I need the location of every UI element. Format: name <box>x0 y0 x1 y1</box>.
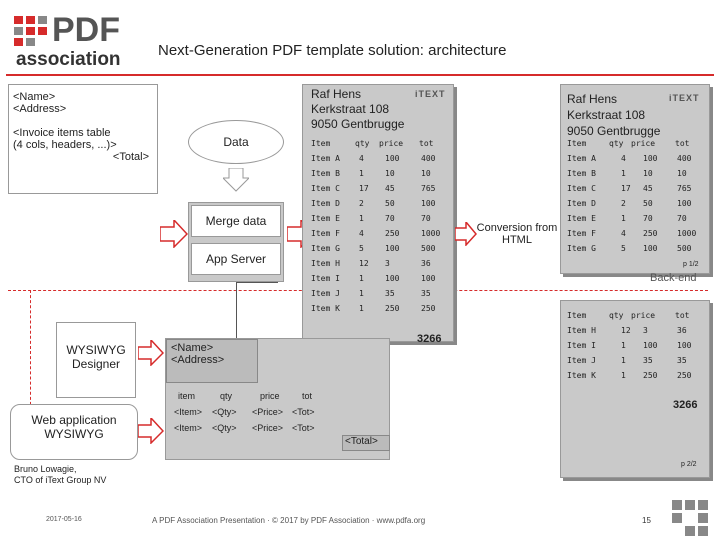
template-box: <Name> <Address> <Invoice items table (4… <box>8 84 158 194</box>
right-arrow-icon <box>137 416 165 449</box>
connector-line <box>236 282 237 338</box>
itext-logo: iTEXT <box>415 89 446 99</box>
data-ellipse: Data <box>188 120 284 164</box>
itext-logo: iTEXT <box>669 93 700 103</box>
author-info: Bruno Lowagie, CTO of iText Group NV <box>14 464 106 486</box>
template-cols: (4 cols, headers, ...)> <box>13 139 117 151</box>
page-number: p 2/2 <box>681 461 697 468</box>
invoice-page-1: Raf Hens Kerkstraat 108 9050 Gentbrugge … <box>302 84 454 345</box>
merge-data-box: Merge data <box>191 205 281 237</box>
pdf-association-logo: PDF association <box>14 10 124 70</box>
designer-address: <Address> <box>171 354 225 366</box>
table-header: Item qty price tot <box>311 139 434 148</box>
page-title: Next-Generation PDF template solution: a… <box>158 42 507 59</box>
right-arrow-icon <box>159 218 189 253</box>
footer-squares-icon <box>672 500 712 541</box>
app-server-label: App Server <box>205 252 267 266</box>
designer-canvas: <Name> <Address> item qty price tot <Ite… <box>165 338 390 460</box>
author-role: CTO of iText Group NV <box>14 475 107 485</box>
invoice-street: Kerkstraat 108 <box>311 102 390 116</box>
data-label: Data <box>223 135 249 149</box>
template-total: <Total> <box>112 151 149 163</box>
invoice-city: 9050 Gentbrugge <box>311 117 405 131</box>
footer-center: A PDF Association Presentation · © 2017 … <box>152 516 426 525</box>
invoice-address: Raf Hens Kerkstraat 108 9050 Gentbrugge <box>567 92 661 138</box>
invoice-name: Raf Hens <box>311 87 362 101</box>
table-header: item qty price tot <box>178 391 313 401</box>
web-application-box: Web application WYSIWYG <box>10 404 138 460</box>
template-address: <Address> <box>13 103 67 115</box>
divider-line <box>30 290 31 410</box>
designer-total: <Total> <box>342 435 390 451</box>
logo-pdf-text: PDF <box>52 11 120 49</box>
web-application-label: Web application WYSIWYG <box>31 413 117 441</box>
right-arrow-icon <box>454 219 477 251</box>
template-items: <Invoice items table <box>13 127 111 139</box>
designer-address-field: <Name> <Address> <box>166 339 258 383</box>
down-arrow-icon <box>221 167 251 197</box>
title-underline <box>6 74 714 76</box>
conversion-label: Conversion from HTML <box>476 222 558 246</box>
invoice-right-page-1: Raf Hens Kerkstraat 108 9050 Gentbrugge … <box>560 84 710 274</box>
invoice-total: 3266 <box>417 333 442 345</box>
connector-line <box>236 282 278 283</box>
template-name: <Name> <box>13 91 56 103</box>
footer-date: 2017-05-16 <box>46 516 82 523</box>
merge-data-label: Merge data <box>205 214 267 228</box>
page-number: p 1/2 <box>683 261 699 268</box>
table-header: Item qty price tot <box>567 311 690 320</box>
app-server-box: App Server <box>191 243 281 275</box>
author-name: Bruno Lowagie, <box>14 464 77 474</box>
invoice-total: 3266 <box>673 399 698 411</box>
app-server-block: Merge data App Server <box>188 202 284 282</box>
logo-squares-icon <box>14 16 48 46</box>
table-row: <Item> <Qty> <Price> <Tot> <box>174 423 315 433</box>
invoice-address: Raf Hens Kerkstraat 108 9050 Gentbrugge <box>311 87 404 132</box>
back-end-label: Back-end <box>650 272 697 284</box>
table-header: Item qty price tot <box>567 139 690 148</box>
right-arrow-icon <box>137 338 165 371</box>
designer-name: <Name> <box>171 342 214 354</box>
footer-page-number: 15 <box>642 516 651 525</box>
logo-association-text: association <box>16 49 121 70</box>
conversion-box: Conversion from HTML <box>476 210 558 266</box>
table-row: <Item> <Qty> <Price> <Tot> <box>174 407 315 417</box>
wysiwyg-designer-label: WYSIWYG Designer <box>66 343 126 371</box>
wysiwyg-designer-box: WYSIWYG Designer <box>56 322 136 398</box>
